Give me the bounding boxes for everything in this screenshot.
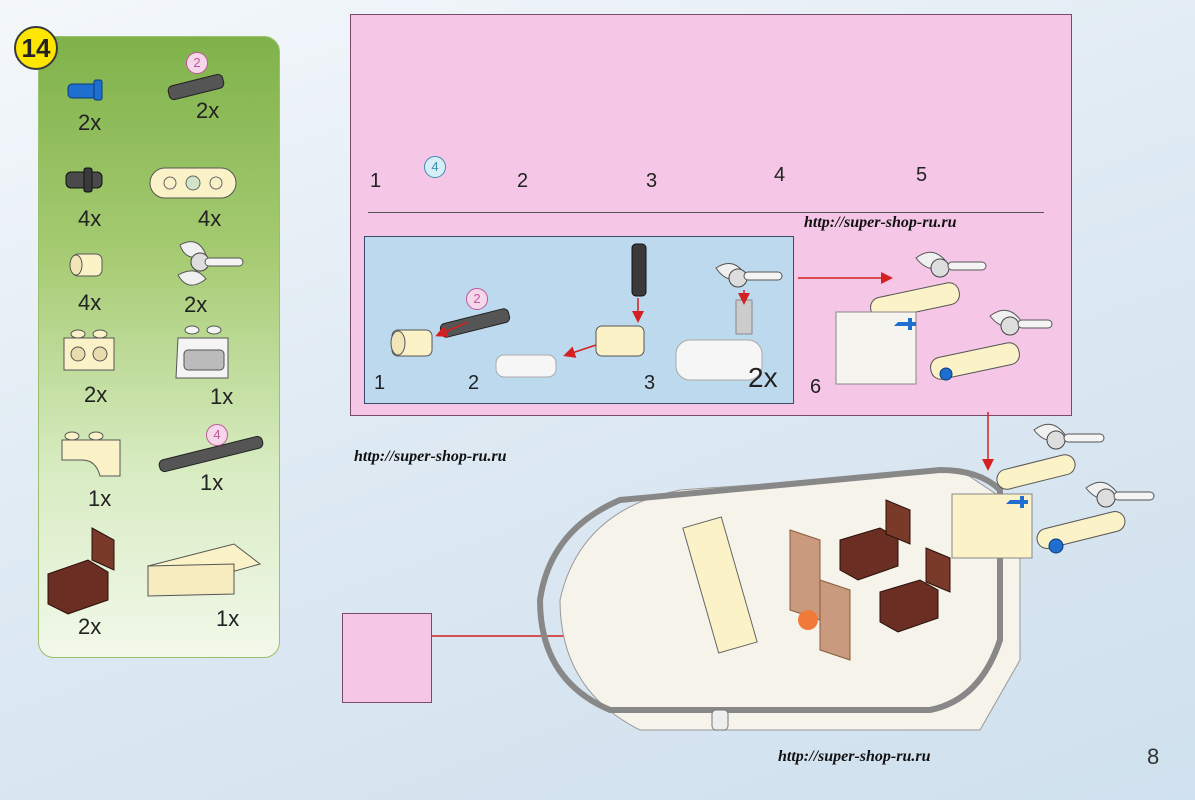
inner-axle-length-label: 2 — [466, 288, 488, 310]
part-qty-blue-pin: 2x — [78, 110, 102, 135]
step-number-badge: 14 — [14, 26, 58, 70]
technic-brick-icon — [63, 329, 115, 371]
part-qty-axle-2: 2x — [196, 98, 220, 123]
substep-4-number: 4 — [774, 164, 786, 186]
substep-1-number: 1 — [370, 170, 382, 192]
part-qty-axle-connector: 4x — [78, 290, 102, 315]
substep-5-number: 5 — [916, 164, 928, 186]
subassembly-divider — [368, 212, 1044, 213]
round-corner-brick-icon — [61, 431, 121, 477]
slope-brick-2x4-icon — [146, 543, 262, 597]
part-qty-seat: 2x — [78, 614, 102, 639]
part-axle-4-length-label: 4 — [206, 424, 228, 446]
propeller-subassembly-panel — [364, 236, 794, 404]
substep-1-axle-length-label: 4 — [424, 156, 446, 178]
part-qty-axle-4: 1x — [200, 470, 224, 495]
liftarm-3-icon — [149, 167, 237, 199]
inner-multiplier: 2x — [748, 362, 778, 393]
part-qty-slope-brick: 1x — [216, 606, 240, 631]
propeller-icon — [177, 241, 244, 286]
part-axle-2-length-label: 2 — [186, 52, 208, 74]
watermark-url-bottom: http://super-shop-ru.ru — [778, 748, 931, 765]
black-pin-icon — [65, 167, 103, 193]
inner-substep-2-number: 2 — [468, 372, 480, 394]
axle-2-icon — [167, 73, 225, 101]
blue-pin-icon — [67, 79, 103, 101]
axle-4-icon — [158, 435, 264, 473]
part-qty-black-pin: 4x — [78, 206, 102, 231]
part-qty-technic-brick: 2x — [84, 382, 108, 407]
part-qty-liftarm: 4x — [198, 206, 222, 231]
substep-3-number: 3 — [646, 170, 658, 192]
watermark-url-middle: http://super-shop-ru.ru — [354, 448, 507, 465]
detail-callout-box — [342, 613, 432, 703]
substep-2-number: 2 — [517, 170, 529, 192]
substep-6-number: 6 — [810, 376, 822, 398]
part-qty-printed-slope: 1x — [210, 384, 234, 409]
inner-substep-1-number: 1 — [374, 372, 386, 394]
inner-substep-3-number: 3 — [644, 372, 656, 394]
page-number: 8 — [1147, 744, 1160, 769]
part-qty-propeller: 2x — [184, 292, 208, 317]
seat-icon — [47, 527, 115, 615]
watermark-url-top: http://super-shop-ru.ru — [804, 214, 957, 231]
part-qty-round-brick: 1x — [88, 486, 112, 511]
axle-connector-icon — [69, 253, 103, 277]
printed-slope-icon — [175, 325, 229, 379]
